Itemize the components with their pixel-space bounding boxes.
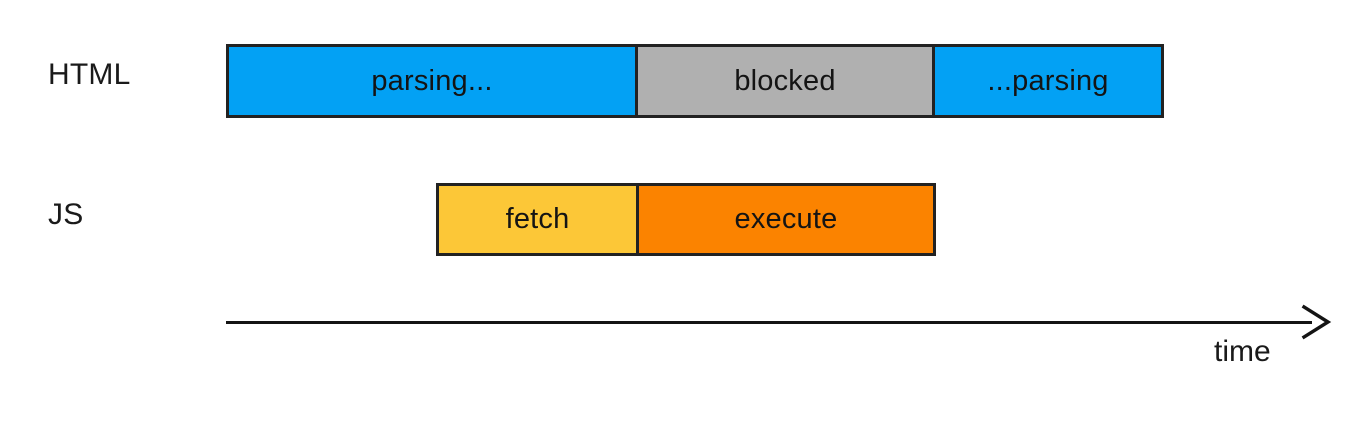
segment-html-blocked[interactable]: blocked xyxy=(635,44,935,118)
row-label-js: JS xyxy=(48,198,84,231)
time-axis-line xyxy=(226,321,1312,324)
time-axis-label: time xyxy=(1214,335,1271,368)
segment-html-parsing-resume[interactable]: ...parsing xyxy=(932,44,1164,118)
timeline-track-html: parsing... blocked ...parsing xyxy=(226,44,1170,118)
segment-js-fetch[interactable]: fetch xyxy=(436,183,639,256)
row-label-html: HTML xyxy=(48,58,131,91)
segment-html-parsing-start[interactable]: parsing... xyxy=(226,44,638,118)
timeline-track-js: fetch execute xyxy=(436,183,939,256)
arrow-right-icon xyxy=(1296,303,1336,343)
segment-js-execute[interactable]: execute xyxy=(636,183,936,256)
